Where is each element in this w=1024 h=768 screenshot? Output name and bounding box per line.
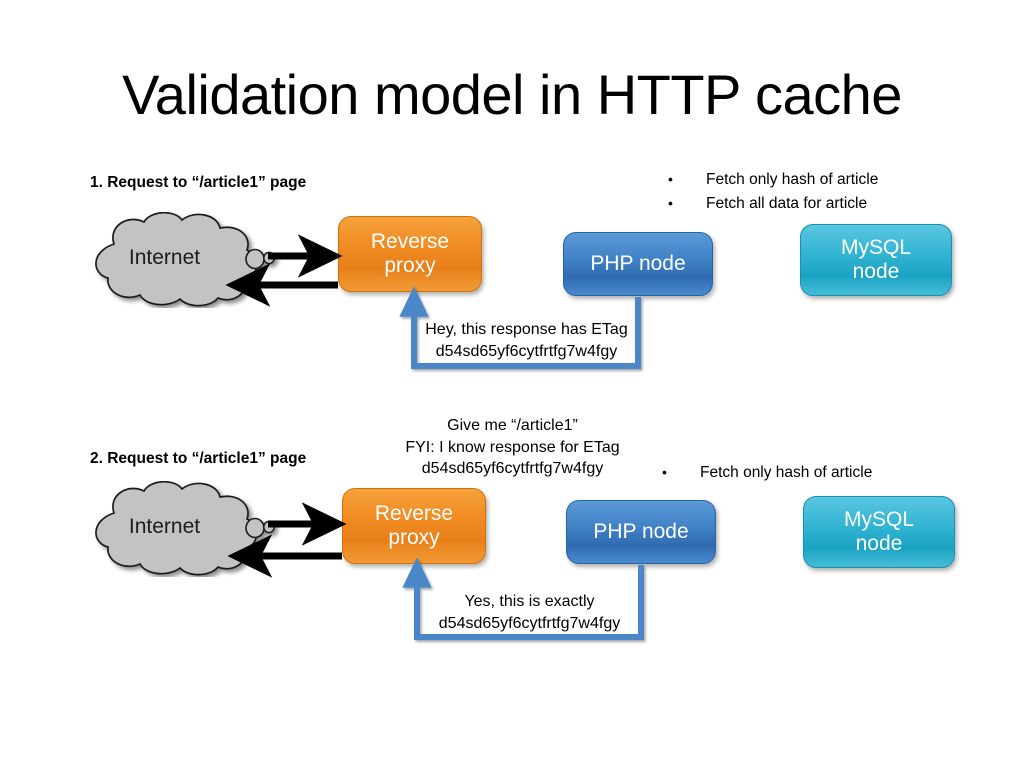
bullet-item: • Fetch only hash of article: [668, 168, 878, 192]
callout-line: d54sd65yf6cytfrtfg7w4fgy: [421, 460, 604, 478]
node-label: PHP node: [593, 520, 689, 544]
bullet-item: • Fetch only hash of article: [662, 461, 872, 485]
node-reverse-proxy-1[interactable]: Reverse proxy: [338, 216, 482, 292]
bullet-text: Fetch only hash of article: [706, 171, 879, 188]
node-label: MySQL node: [843, 508, 914, 555]
response-callout-2: Yes, this is exactly d54sd65yf6cytfrtfg7…: [412, 591, 647, 634]
bullet-dot-icon: •: [662, 464, 667, 480]
node-label: MySQL node: [840, 236, 911, 283]
node-label: PHP node: [590, 252, 686, 276]
page-title: Validation model in HTTP cache: [122, 63, 902, 126]
step-label-2: 2. Request to “/article1” page: [90, 450, 307, 467]
node-php-1[interactable]: PHP node: [563, 232, 713, 296]
callout-line: Hey, this response has ETag: [425, 321, 628, 338]
bullet-text: Fetch all data for article: [706, 195, 868, 213]
node-mysql-2[interactable]: MySQL node: [803, 496, 955, 568]
callout-line: d54sd65yf6cytfrtfg7w4fgy: [438, 614, 621, 632]
internet-cloud-1: Internet: [78, 211, 283, 308]
callout-line: d54sd65yf6cytfrtfg7w4fgy: [435, 342, 618, 360]
cloud-shape-icon: [95, 480, 275, 576]
bullet-dot-icon: •: [668, 171, 673, 187]
db-bullets-1: • Fetch only hash of article • Fetch all…: [668, 168, 878, 216]
db-bullets-2: • Fetch only hash of article: [662, 461, 872, 485]
node-mysql-1[interactable]: MySQL node: [800, 224, 952, 296]
callout-line: FYI: I know response for ETag: [405, 438, 620, 456]
cloud-shape-icon: [95, 211, 275, 307]
bullet-text: Fetch only hash of article: [700, 464, 873, 481]
node-reverse-proxy-2[interactable]: Reverse proxy: [342, 488, 486, 564]
step-label-1: 1. Request to “/article1” page: [90, 174, 307, 191]
node-label: Reverse proxy: [370, 230, 450, 277]
bullet-dot-icon: •: [668, 195, 673, 212]
node-label: Reverse proxy: [374, 502, 454, 549]
callout-line: Give me “/article1”: [447, 417, 578, 434]
request-callout-2: Give me “/article1” FYI: I know response…: [385, 415, 640, 480]
node-php-2[interactable]: PHP node: [566, 500, 716, 564]
internet-cloud-2: Internet: [78, 480, 283, 577]
callout-line: Yes, this is exactly: [464, 593, 595, 610]
bullet-item: • Fetch all data for article: [668, 192, 878, 216]
response-callout-1: Hey, this response has ETag d54sd65yf6cy…: [409, 319, 644, 362]
